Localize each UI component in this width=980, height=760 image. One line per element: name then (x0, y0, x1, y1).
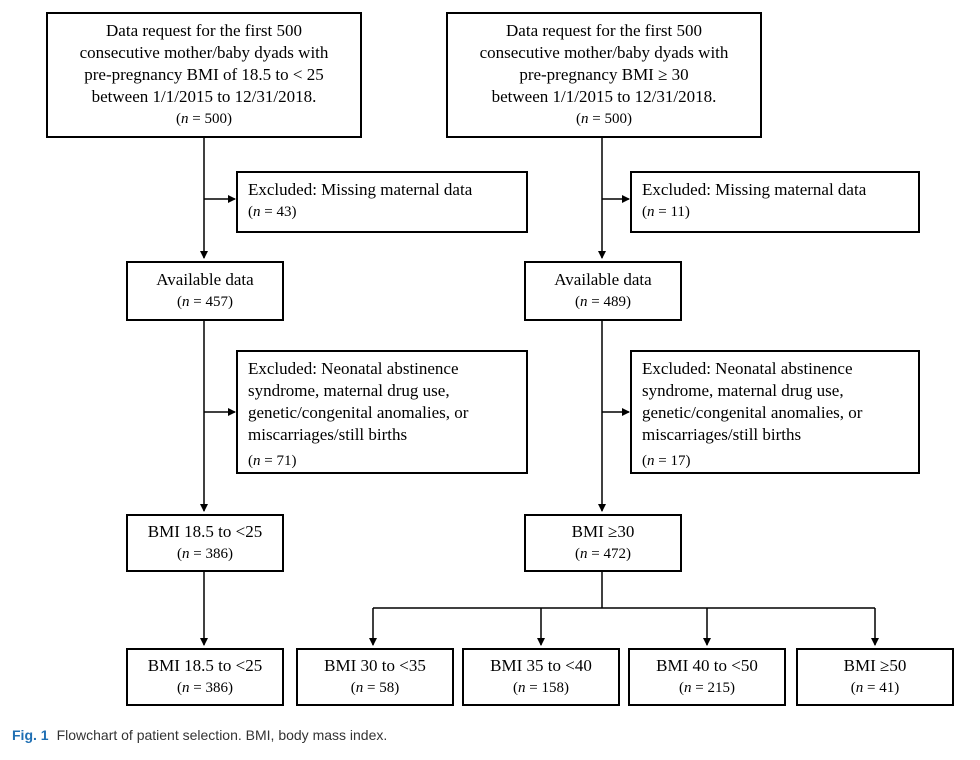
right-available-label: Available data (554, 270, 652, 289)
left-excluded2-line-4: miscarriages/still births (248, 425, 408, 444)
right-group-box: BMI ≥30 (n = 472) (524, 514, 682, 572)
left-excluded1-box: Excluded: Missing maternal data (n = 43) (236, 171, 528, 233)
final-5-label: BMI ≥50 (843, 656, 907, 675)
right-excluded2-line-4: miscarriages/still births (642, 425, 802, 444)
final-4-label: BMI 40 to <50 (656, 656, 758, 675)
right-request-line-2: consecutive mother/baby dyads with (479, 43, 729, 62)
right-excluded2-box: Excluded: Neonatal abstinence syndrome, … (630, 350, 920, 474)
left-excluded1-n: (n = 43) (248, 204, 297, 220)
left-request-n: (n = 500) (176, 111, 232, 127)
left-request-line-4: between 1/1/2015 to 12/31/2018. (91, 87, 317, 106)
left-excluded2-line-3: genetic/congenital anomalies, or (248, 403, 469, 422)
final-4-n: (n = 215) (679, 680, 735, 696)
left-available-label: Available data (156, 270, 254, 289)
final-3-n-value: 158 (541, 680, 564, 696)
right-request-line-1: Data request for the first 500 (506, 21, 702, 40)
right-request-n: (n = 500) (576, 111, 632, 127)
right-group-n-value: 472 (603, 546, 626, 562)
final-5-n-value: 41 (879, 680, 895, 696)
right-request-line-3: pre-pregnancy BMI ≥ 30 (519, 65, 689, 84)
final-2-n: (n = 58) (350, 680, 400, 696)
final-box-5: BMI ≥50 (n = 41) (796, 648, 954, 706)
final-3-label: BMI 35 to <40 (490, 656, 592, 675)
left-group-n: (n = 386) (177, 546, 233, 562)
left-request-line-3: pre-pregnancy BMI of 18.5 to < 25 (84, 65, 324, 84)
right-excluded2-line-1: Excluded: Neonatal abstinence (642, 359, 853, 378)
final-3-n: (n = 158) (513, 680, 569, 696)
left-excluded2-n-value: 71 (276, 453, 292, 469)
final-5-n: (n = 41) (850, 680, 900, 696)
left-excluded2-n: (n = 71) (248, 453, 297, 469)
right-available-box: Available data (n = 489) (524, 261, 682, 321)
right-excluded2-line-2: syndrome, maternal drug use, (642, 381, 844, 400)
final-1-n-value: 386 (205, 680, 228, 696)
left-excluded1-n-value: 43 (276, 204, 292, 220)
left-excluded1-text: Excluded: Missing maternal data (248, 180, 473, 199)
left-available-box: Available data (n = 457) (126, 261, 284, 321)
right-excluded1-n-value: 11 (670, 204, 685, 220)
final-box-2: BMI 30 to <35 (n = 58) (296, 648, 454, 706)
right-group-label: BMI ≥30 (571, 522, 635, 541)
final-box-1: BMI 18.5 to <25 (n = 386) (126, 648, 284, 706)
figure-label: Fig. 1 (12, 727, 49, 743)
left-request-n-value: 500 (204, 111, 227, 127)
right-available-n: (n = 489) (575, 294, 631, 310)
final-box-3: BMI 35 to <40 (n = 158) (462, 648, 620, 706)
final-2-label: BMI 30 to <35 (324, 656, 426, 675)
right-excluded1-box: Excluded: Missing maternal data (n = 11) (630, 171, 920, 233)
caption-text: Flowchart of patient selection. BMI, bod… (56, 727, 388, 743)
right-excluded2-n: (n = 17) (642, 453, 691, 469)
right-excluded2-n-value: 17 (670, 453, 686, 469)
left-excluded2-box: Excluded: Neonatal abstinence syndrome, … (236, 350, 528, 474)
right-request-line-4: between 1/1/2015 to 12/31/2018. (491, 87, 717, 106)
left-group-n-value: 386 (205, 546, 228, 562)
final-box-4: BMI 40 to <50 (n = 215) (628, 648, 786, 706)
final-1-label: BMI 18.5 to <25 (147, 656, 263, 675)
right-excluded1-text: Excluded: Missing maternal data (642, 180, 867, 199)
left-group-label: BMI 18.5 to <25 (147, 522, 263, 541)
right-group-n: (n = 472) (575, 546, 631, 562)
figure-caption: Fig. 1 Flowchart of patient selection. BM… (12, 727, 387, 743)
final-4-n-value: 215 (707, 680, 730, 696)
right-excluded2-line-3: genetic/congenital anomalies, or (642, 403, 863, 422)
left-group-box: BMI 18.5 to <25 (n = 386) (126, 514, 284, 572)
right-request-box: Data request for the first 500 consecuti… (446, 12, 762, 138)
left-available-n: (n = 457) (177, 294, 233, 310)
final-1-n: (n = 386) (177, 680, 233, 696)
left-excluded2-line-2: syndrome, maternal drug use, (248, 381, 450, 400)
left-request-line-1: Data request for the first 500 (106, 21, 302, 40)
left-request-line-2: consecutive mother/baby dyads with (79, 43, 329, 62)
right-request-n-value: 500 (604, 111, 627, 127)
left-available-n-value: 457 (205, 294, 228, 310)
left-excluded2-line-1: Excluded: Neonatal abstinence (248, 359, 459, 378)
left-request-box: Data request for the first 500 consecuti… (46, 12, 362, 138)
right-excluded1-n: (n = 11) (642, 204, 690, 220)
right-available-n-value: 489 (603, 294, 626, 310)
final-2-n-value: 58 (379, 680, 395, 696)
